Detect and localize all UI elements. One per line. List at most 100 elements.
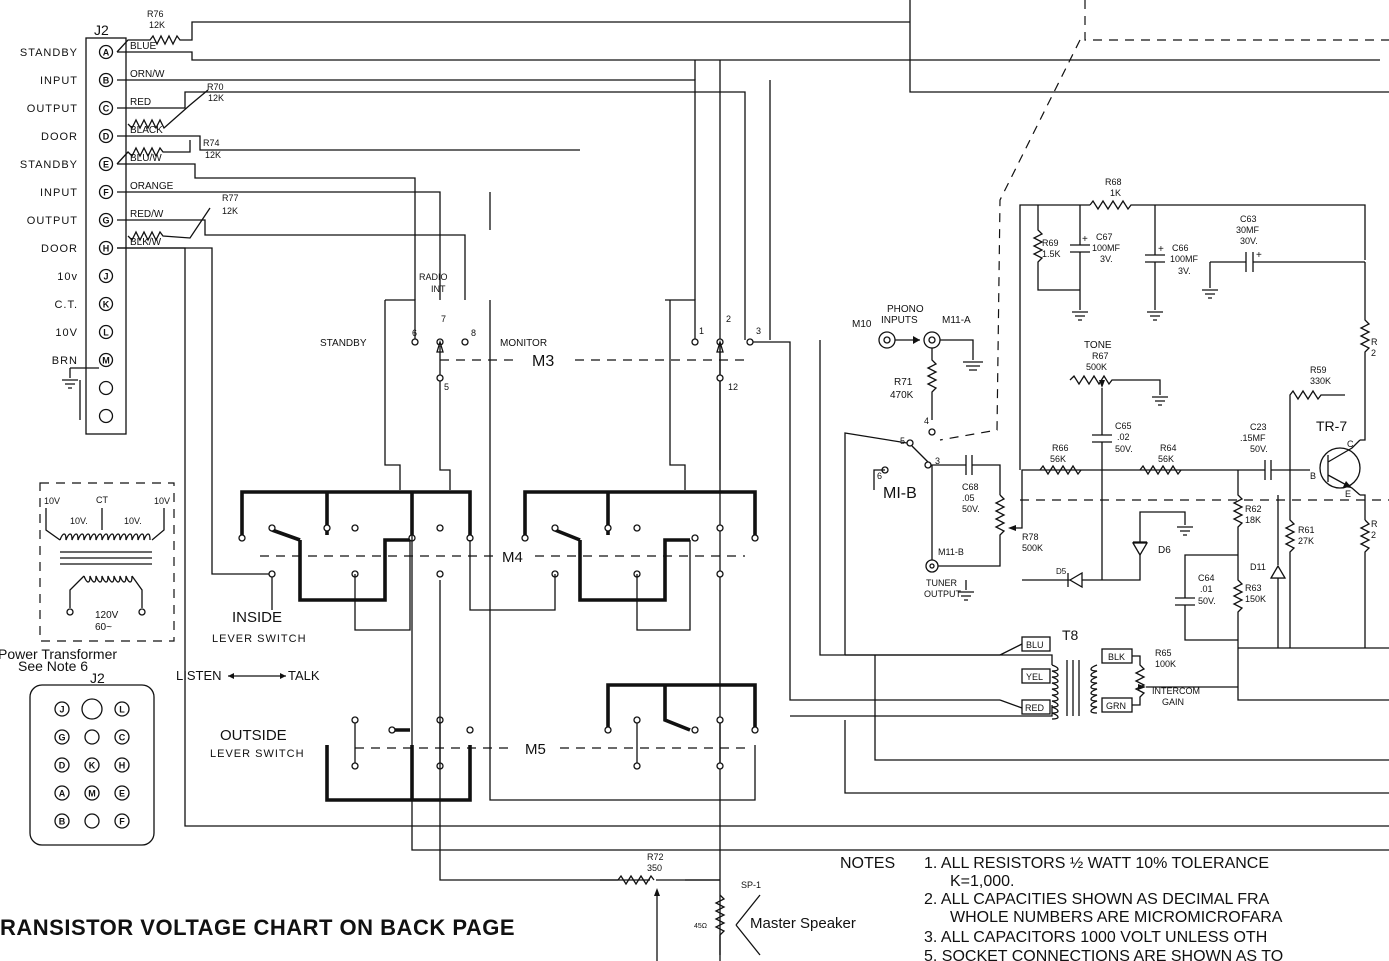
svg-text:M11-B: M11-B (938, 547, 964, 557)
j2-pin-label: INPUT (40, 187, 78, 199)
svg-text:100MF: 100MF (1092, 243, 1121, 253)
svg-text:R67: R67 (1092, 351, 1109, 361)
socket-pin-letter: B (59, 817, 66, 827)
svg-text:GRN: GRN (1106, 701, 1126, 711)
svg-text:500K: 500K (1086, 362, 1107, 372)
svg-text:C68: C68 (962, 482, 979, 492)
j2-pin (98, 352, 114, 368)
j2-wire-color: BLACK (130, 125, 163, 136)
svg-text:4: 4 (924, 416, 929, 426)
r70-value: 12K (208, 93, 224, 103)
socket-key (81, 698, 103, 720)
j2-pin (98, 72, 114, 88)
j2-pin-unused (98, 380, 114, 396)
j2-pin-letter: M (102, 356, 110, 366)
j2-pin (98, 100, 114, 116)
svg-text:C23: C23 (1250, 422, 1267, 432)
svg-text:C66: C66 (1172, 243, 1189, 253)
j2-connector-body (85, 37, 127, 435)
listen-label: LISTEN (176, 668, 222, 683)
svg-text:12: 12 (728, 382, 738, 392)
svg-text:TONE: TONE (1084, 340, 1112, 351)
switch-m4-inside: M4 INSIDE LEVER SWITCH LISTEN TALK (176, 490, 759, 683)
m5-label: M5 (525, 741, 546, 758)
socket-pin (54, 785, 70, 801)
svg-text:R61: R61 (1298, 525, 1315, 535)
svg-text:C: C (1347, 439, 1354, 449)
svg-text:10V.: 10V. (70, 516, 88, 526)
svg-text:YEL: YEL (1026, 672, 1043, 682)
socket-pin (114, 701, 130, 717)
speaker-ref: SP-1 (741, 880, 761, 890)
socket-pin-letter: M (88, 789, 96, 799)
j2-pin (98, 44, 114, 60)
svg-text:5: 5 (900, 436, 905, 446)
r70-ref: R70 (207, 82, 224, 92)
j2-pin-label: 10V (55, 327, 78, 339)
r74-ref: R74 (203, 138, 220, 148)
svg-text:7: 7 (441, 314, 446, 324)
outside-label: OUTSIDE (220, 727, 287, 744)
socket-pin-letter: H (119, 761, 126, 771)
m3-monitor-label: MONITOR (500, 338, 547, 349)
svg-text:8: 8 (471, 328, 476, 338)
t8-label: T8 (1062, 627, 1079, 643)
j2-pin (98, 156, 114, 172)
svg-text:6: 6 (412, 328, 417, 338)
svg-text:470K: 470K (890, 390, 914, 401)
j2-pin-label: INPUT (40, 75, 78, 87)
svg-text:BLU: BLU (1026, 640, 1044, 650)
j2-pin-label: DOOR (41, 131, 78, 143)
j2-pin-letter: K (103, 300, 110, 310)
j2-pin (98, 212, 114, 228)
j2-pin (98, 296, 114, 312)
j2-pin-label: STANDBY (20, 47, 78, 59)
svg-text:R64: R64 (1160, 443, 1177, 453)
svg-text:D5: D5 (1056, 567, 1067, 576)
svg-text:INPUTS: INPUTS (881, 315, 918, 326)
svg-text:GAIN: GAIN (1162, 697, 1184, 707)
inside-label: INSIDE (232, 609, 282, 626)
svg-text:50V.: 50V. (962, 504, 980, 514)
m3-contact-6 (411, 338, 419, 346)
j2-pin-label: OUTPUT (27, 215, 78, 227)
svg-text:C64: C64 (1198, 573, 1215, 583)
m1b-label: MI-B (883, 485, 917, 502)
socket-pin-letter: F (119, 817, 125, 827)
j2-pin-letter: G (102, 216, 109, 226)
socket-pin (54, 701, 70, 717)
r76-value: 12K (149, 20, 165, 30)
svg-text:2: 2 (726, 314, 731, 324)
svg-text:5: 5 (444, 382, 449, 392)
svg-text:+: + (1158, 244, 1164, 255)
j2-pin (98, 128, 114, 144)
svg-text:50V.: 50V. (1198, 596, 1216, 606)
socket-pin (54, 757, 70, 773)
svg-text:350: 350 (647, 863, 662, 873)
svg-text:R63: R63 (1245, 583, 1262, 593)
svg-text:WHOLE NUMBERS ARE MICROMICROFA: WHOLE NUMBERS ARE MICROMICROFARA (950, 909, 1283, 926)
r74-value: 12K (205, 150, 221, 160)
j2-pin-label: STANDBY (20, 159, 78, 171)
svg-text:150K: 150K (1245, 594, 1266, 604)
m3-radio-label: RADIO (419, 272, 448, 282)
j2-wire-color: BLK/W (130, 237, 162, 248)
socket-pin (114, 785, 130, 801)
svg-text:.02: .02 (1117, 432, 1130, 442)
svg-text:K=1,000.: K=1,000. (950, 873, 1015, 890)
notes-heading: NOTES (840, 855, 895, 872)
svg-text:CT: CT (96, 495, 108, 505)
svg-text:56K: 56K (1158, 454, 1174, 464)
notes: NOTES 1. ALL RESISTORS ½ WATT 10% TOLERA… (840, 855, 1283, 961)
chassis-outline (909, 0, 1389, 93)
svg-text:18K: 18K (1245, 515, 1261, 525)
svg-text:PHONO: PHONO (887, 304, 924, 315)
svg-text:R: R (1371, 519, 1378, 529)
svg-text:R78: R78 (1022, 532, 1039, 542)
svg-text:30MF: 30MF (1236, 225, 1260, 235)
svg-text:27K: 27K (1298, 536, 1314, 546)
inside-sub-label: LEVER SWITCH (212, 633, 307, 645)
